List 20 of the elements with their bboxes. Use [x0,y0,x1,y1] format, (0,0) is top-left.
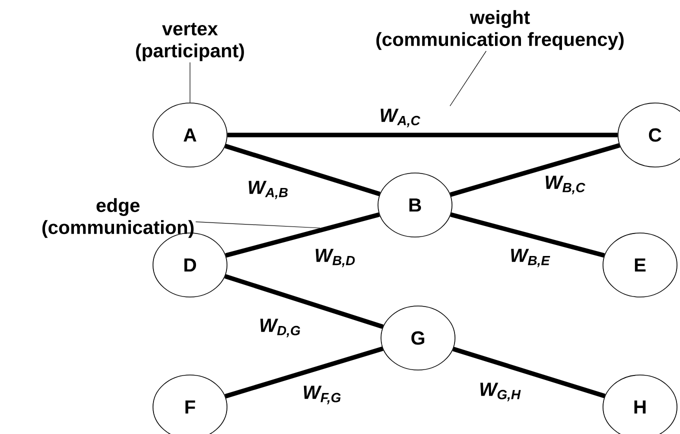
graph-edge [224,144,380,196]
edge-label: W$_{G,H}$ [478,382,522,402]
leader-line [195,222,320,228]
graph-edge [450,143,620,197]
callout-text: vertex (participant) [136,22,244,62]
edge-label: W$_{F,G}$ [301,384,343,406]
edge-label: W$_{B,C}$ [543,174,587,196]
edge-label: W$_{D,G}$ [258,318,302,338]
graph-edge [227,132,618,138]
edge-label: W$_{B,E}$ [508,248,552,268]
edge-label: W$_{B,D}$ [313,248,357,268]
leader-line [450,50,486,106]
graph-edge [224,346,384,398]
callout-text: weight (communication frequency) [376,10,624,50]
graph-edge [452,346,606,398]
graph-edge [450,212,605,258]
edge-label: W$_{A,B}$ [246,180,290,200]
graph-edge [225,212,380,258]
edge-label: W$_{A,C}$ [378,108,422,128]
graph-edge [224,274,384,329]
